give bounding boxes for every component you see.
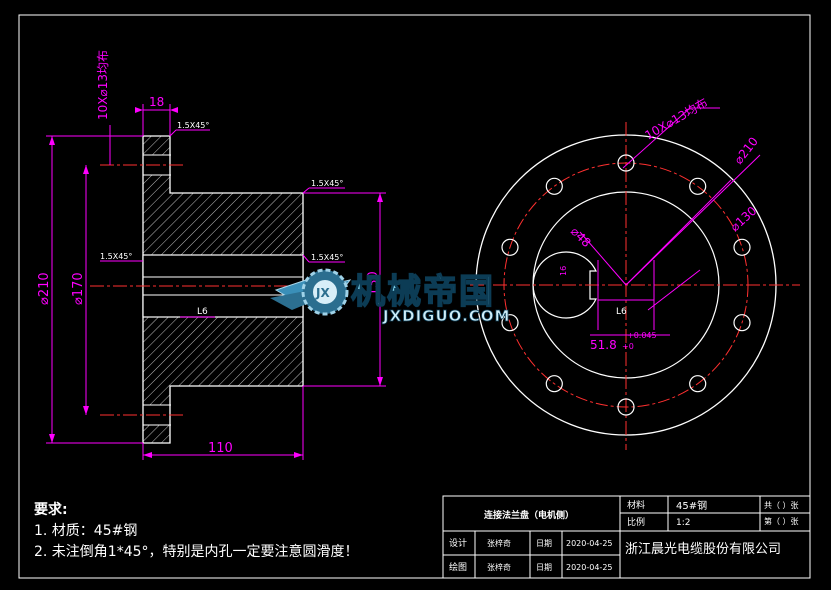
front-section-view: 18 10X⌀13均布 ⌀210 ⌀170 130 110 1.5X45° 1.…: [37, 50, 386, 460]
material-value: 45#钢: [676, 499, 707, 512]
date-label-2: 日期: [536, 563, 552, 572]
dim-outer-side: ⌀210: [731, 134, 761, 166]
draw-label: 绘图: [449, 561, 467, 573]
technical-requirements: 要求: 1. 材质：45#钢 2. 未注倒角1*45°，特别是内孔一定要注意圆滑…: [34, 500, 359, 563]
scale-label: 比例: [627, 516, 645, 528]
dim-keyway-small: L6: [197, 307, 208, 317]
sheet-of: 共（ ）张: [764, 501, 799, 510]
bolt-hole: [545, 177, 563, 195]
bolt-hole: [689, 375, 707, 393]
bolt-hole: [733, 314, 751, 332]
company-name: 浙江晨光电缆股份有限公司: [625, 541, 781, 557]
dim-keyway-depth: 51.8: [590, 338, 617, 352]
scale-value: 1:2: [676, 518, 690, 528]
bolt-hole: [545, 375, 563, 393]
dim-chamfer-4: 1.5X45°: [311, 253, 343, 262]
section-hatch: [143, 136, 303, 443]
title-block: [442, 495, 811, 579]
bolt-holes: [501, 154, 751, 416]
dim-holes-side: 10X⌀13均布: [643, 95, 711, 142]
dim-chamfer-1: 1.5X45°: [177, 121, 209, 130]
bolt-hole: [501, 238, 519, 256]
dim-holes-front: 10X⌀13均布: [96, 50, 110, 120]
bolt-hole: [617, 154, 635, 172]
dim-key-width: 16: [559, 266, 568, 276]
draw-name: 张梓奇: [487, 562, 511, 572]
date-1: 2020-04-25: [566, 539, 613, 548]
date-label-1: 日期: [536, 539, 552, 548]
notes-heading: 要求:: [34, 502, 68, 518]
design-name: 张梓奇: [487, 538, 511, 548]
bolt-hole: [733, 238, 751, 256]
dim-keyway-tol-top: +0: [622, 342, 634, 351]
bolt-hole: [617, 398, 635, 416]
dim-keyway-label: L6: [616, 307, 627, 317]
dim-thickness: 18: [149, 95, 164, 109]
watermark-url: JXDIGUO.COM: [382, 307, 510, 325]
watermark-brand: 机械帝国: [351, 272, 495, 312]
dim-pcd: ⌀170: [71, 272, 86, 305]
dim-chamfer-3: 1.5X45°: [100, 252, 132, 261]
sheet-no: 第（ ）张: [764, 516, 799, 526]
dim-bore-side: ⌀48: [568, 224, 594, 250]
date-2: 2020-04-25: [566, 563, 613, 572]
dim-outer-dia: ⌀210: [37, 272, 52, 305]
bolt-hole: [501, 314, 519, 332]
end-view: 10X⌀13均布 ⌀210 ⌀130 ⌀48 51.8 +0 +0.045 16…: [470, 95, 800, 450]
notes-item-1: 1. 材质：45#钢: [34, 523, 138, 539]
part-name: 连接法兰盘（电机侧）: [484, 509, 574, 521]
watermark-logo: JX 机械帝国 JXDIGUO.COM: [270, 268, 510, 325]
emblem-text: JX: [315, 286, 330, 300]
bolt-hole: [689, 177, 707, 195]
material-label: 材料: [627, 499, 645, 511]
dim-length: 110: [208, 441, 233, 456]
notes-item-2: 2. 未注倒角1*45°，特别是内孔一定要注意圆滑度！: [34, 544, 359, 560]
dim-hub-dia: 130: [366, 271, 381, 296]
drawing-frame: [18, 14, 811, 579]
design-label: 设计: [449, 537, 467, 549]
bore-keyway: [532, 251, 597, 319]
dim-keyway-tol: +0.045: [627, 331, 657, 340]
dim-chamfer-2: 1.5X45°: [311, 179, 343, 188]
